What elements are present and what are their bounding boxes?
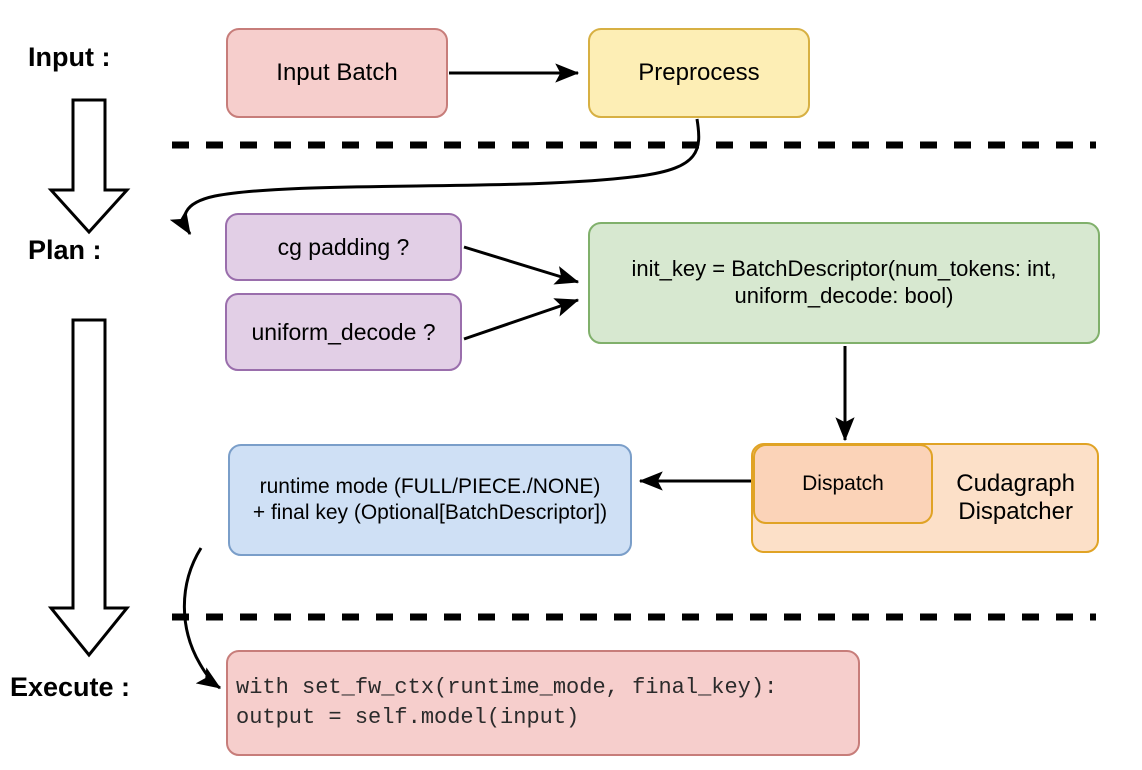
stage-label-plan: Plan : (28, 235, 102, 265)
node-cg-padding[interactable]: cg padding ? (225, 213, 462, 281)
node-input-batch[interactable]: Input Batch (226, 28, 448, 118)
stage-label-execute: Execute : (10, 672, 131, 702)
cudagraph-dispatcher-label: Cudagraph Dispatcher (956, 469, 1075, 525)
cg-padding-to-init-key-connector (463, 245, 580, 285)
plan-to-execute-arrow (47, 318, 131, 658)
node-runtime-mode[interactable]: runtime mode (FULL/PIECE./NONE) + final … (228, 444, 632, 556)
node-init-key[interactable]: init_key = BatchDescriptor(num_tokens: i… (588, 222, 1100, 344)
input-to-plan-arrow (47, 98, 131, 235)
node-uniform-decode[interactable]: uniform_decode ? (225, 293, 462, 371)
stage-label-input: Input : (28, 42, 111, 72)
runtime-mode-to-code-block-connector (182, 547, 221, 690)
node-preprocess[interactable]: Preprocess (588, 28, 810, 118)
node-code-block[interactable]: with set_fw_ctx(runtime_mode, final_key)… (226, 650, 860, 756)
node-dispatch[interactable]: Dispatch (753, 444, 933, 524)
uniform-decode-to-init-key-connector (463, 298, 580, 341)
